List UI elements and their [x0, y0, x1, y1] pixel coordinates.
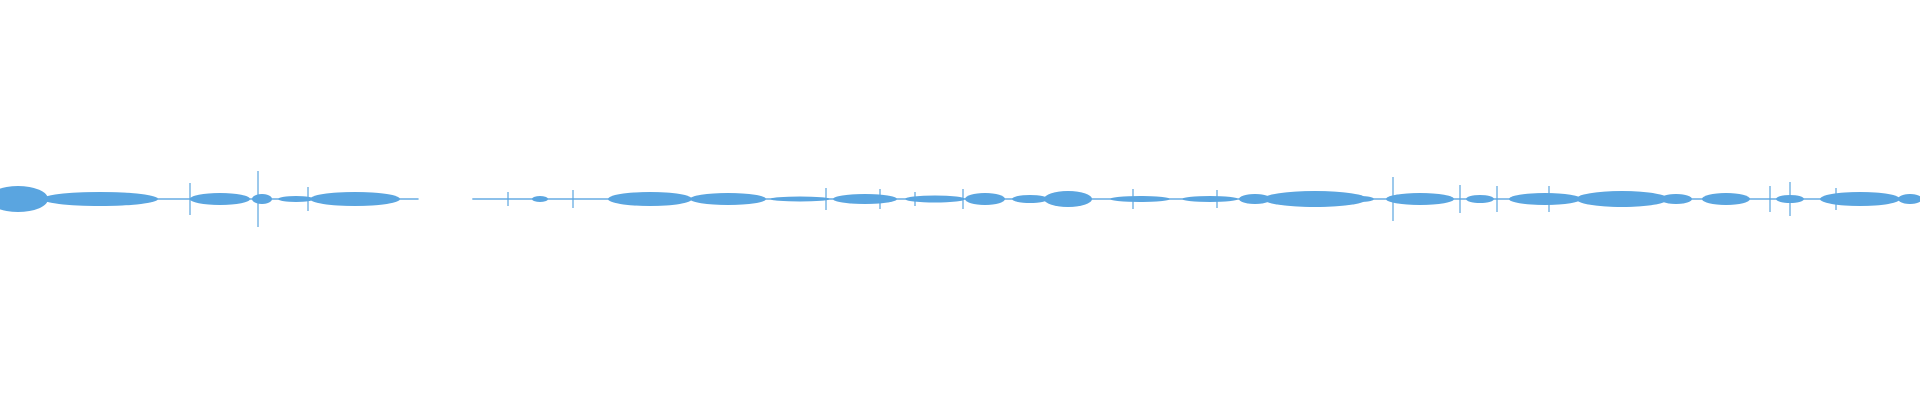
waveform-segment	[690, 193, 766, 205]
waveform-spike	[1392, 177, 1394, 221]
waveform-segment	[1044, 191, 1092, 207]
waveform-segment	[770, 196, 830, 202]
waveform-segment	[833, 194, 897, 204]
waveform-segment	[1346, 196, 1374, 202]
waveform-segment	[1110, 196, 1170, 202]
waveform-spike	[962, 189, 964, 209]
waveform-segments	[0, 186, 1920, 212]
waveform-spike	[879, 189, 881, 209]
waveform-segment	[1466, 195, 1494, 203]
waveform-segment	[1386, 193, 1454, 205]
waveform-segment	[1702, 193, 1750, 205]
waveform-spike	[825, 188, 827, 210]
waveform-spike	[507, 192, 509, 206]
waveform-segment	[252, 194, 272, 204]
waveform-segment	[905, 195, 965, 203]
waveform-segment	[278, 196, 314, 202]
waveform-spike	[1459, 185, 1461, 213]
waveform-segment	[1263, 191, 1367, 207]
waveform-segment	[1239, 194, 1271, 204]
waveform-spike	[257, 171, 259, 227]
waveform-spike	[914, 192, 916, 206]
waveform-segment	[1509, 193, 1581, 205]
waveform-spike	[189, 183, 191, 215]
waveform-segment	[0, 186, 48, 212]
waveform-spike	[1548, 186, 1550, 212]
waveform-segment	[190, 193, 250, 205]
waveform-spike	[1132, 189, 1134, 209]
waveform-spike	[1769, 186, 1771, 212]
waveform-spikes	[189, 171, 1837, 227]
waveform-spike	[1216, 190, 1218, 208]
waveform-segment	[1012, 195, 1048, 203]
waveform-segment	[1898, 194, 1920, 204]
waveform-segment	[1660, 194, 1692, 204]
waveform-spike	[1496, 186, 1498, 212]
waveform-segment	[1182, 196, 1238, 202]
waveform-spike	[1835, 188, 1837, 210]
waveform-spike	[1789, 182, 1791, 216]
waveform-segment	[42, 192, 158, 206]
waveform-segment	[965, 193, 1005, 205]
waveform-spike	[572, 190, 574, 208]
waveform-segment	[1576, 191, 1668, 207]
waveform-segment	[1820, 192, 1900, 206]
waveform-segment	[532, 196, 548, 202]
waveform-segment	[310, 192, 400, 206]
waveform-spike	[307, 187, 309, 211]
waveform-segment	[608, 192, 692, 206]
